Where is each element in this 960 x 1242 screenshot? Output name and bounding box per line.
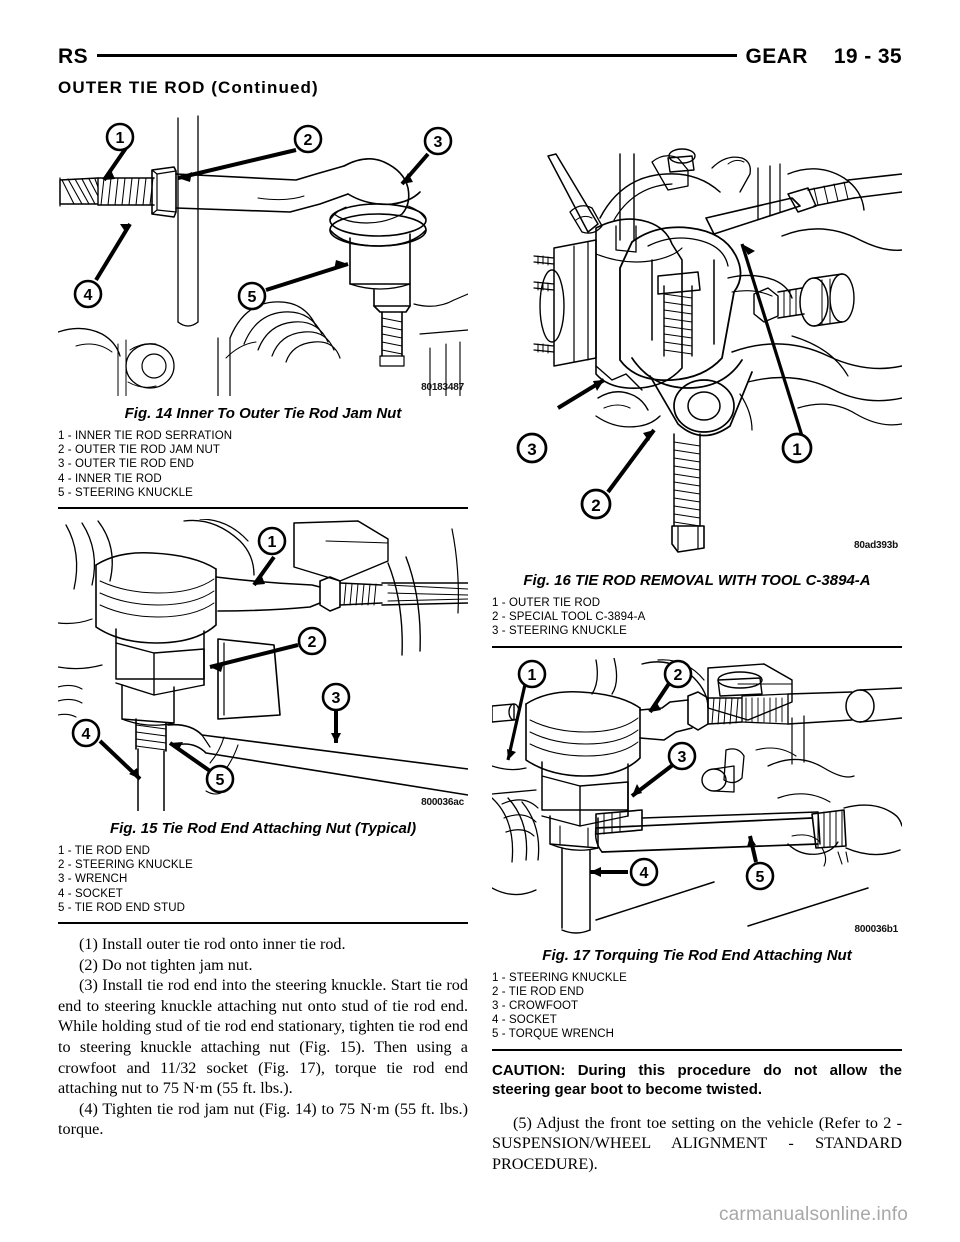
legend-item: 1 - OUTER TIE ROD — [492, 597, 601, 609]
svg-text:4: 4 — [82, 726, 91, 743]
header-page-number: 19 - 35 — [833, 45, 902, 68]
svg-text:3: 3 — [678, 749, 687, 766]
legend-item: 5 - TORQUE WRENCH — [492, 1028, 615, 1041]
figure-14: 1 2 3 4 5 80183487 Fig. 14 Inner To Oute… — [58, 108, 468, 510]
step-3: (3) Install tie rod end into the steerin… — [58, 976, 468, 1098]
figure-15: 1 2 3 4 5 800036ac Fig. 15 Tie Rod End A… — [58, 519, 468, 925]
header-rule — [96, 54, 737, 57]
figure-14-image-id: 80183487 — [421, 382, 464, 393]
legend-item: 1 - INNER TIE ROD SERRATION — [58, 430, 233, 442]
figure-17-caption: Fig. 17 Torquing Tie Rod End Attaching N… — [542, 946, 852, 964]
figure-16-legend: 1 - OUTER TIE ROD 2 - SPECIAL TOOL C-389… — [492, 596, 902, 639]
figure-17-illustration: 1 2 3 4 5 800036b1 — [492, 657, 902, 938]
figure-16-caption: Fig. 16 TIE ROD REMOVAL WITH TOOL C-3894… — [523, 572, 871, 589]
legend-item: 1 - STEERING KNUCKLE — [492, 971, 627, 984]
svg-text:3: 3 — [434, 134, 443, 151]
legend-item: 3 - OUTER TIE ROD END — [58, 458, 195, 471]
figure-17: 1 2 3 4 5 800036b1 Fig. 17 Torquing Tie … — [492, 657, 902, 1051]
svg-text:2: 2 — [304, 132, 313, 149]
legend-item: 3 - WRENCH — [58, 873, 128, 886]
legend-item: 4 - SOCKET — [492, 1014, 557, 1027]
legend-item: 5 - STEERING KNUCKLE — [58, 486, 193, 499]
site-watermark: carmanualsonline.info — [718, 1204, 908, 1225]
figure-17-image-id: 800036b1 — [854, 923, 899, 935]
svg-text:3: 3 — [527, 440, 536, 459]
step-5-block: (5) Adjust the front toe setting on the … — [492, 1113, 902, 1175]
legend-item: 5 - TIE ROD END STUD — [58, 901, 186, 914]
svg-text:1: 1 — [268, 534, 277, 551]
figure-14-legend: 1 - INNER TIE ROD SERRATION 2 - OUTER TI… — [58, 429, 468, 500]
svg-text:4: 4 — [640, 865, 649, 882]
page-title: OUTER TIE ROD (Continued) — [58, 78, 319, 97]
step-1: (1) Install outer tie rod onto inner tie… — [79, 935, 346, 954]
svg-text:5: 5 — [756, 869, 765, 886]
step-4: (4) Tighten tie rod jam nut (Fig. 14) to… — [58, 1099, 468, 1139]
figure-16-divider — [492, 645, 902, 648]
svg-text:5: 5 — [248, 289, 257, 306]
figure-16: 1 2 3 80ad393b Fig. 16 TIE ROD REMOVAL W… — [492, 108, 902, 648]
left-body-text: (1) Install outer tie rod onto inner tie… — [58, 934, 468, 1140]
figure-15-caption: Fig. 15 Tie Rod End Attaching Nut (Typic… — [109, 820, 417, 838]
figure-15-image-id: 800036ac — [421, 797, 464, 809]
svg-text:1: 1 — [528, 667, 537, 684]
legend-item: 2 - TIE ROD END — [492, 985, 585, 998]
figure-17-legend: 1 - STEERING KNUCKLE 2 - TIE ROD END 3 -… — [492, 971, 902, 1042]
legend-item: 2 - STEERING KNUCKLE — [58, 859, 193, 872]
figure-15-divider — [58, 922, 468, 925]
right-body-text: CAUTION: During this procedure do not al… — [492, 1061, 902, 1175]
svg-text:2: 2 — [674, 667, 683, 684]
page-header: RS GEAR 19 - 35 — [58, 42, 902, 72]
step-2: (2) Do not tighten jam nut. — [79, 955, 253, 974]
legend-item: 2 - OUTER TIE ROD JAM NUT — [58, 444, 221, 457]
figure-14-illustration: 1 2 3 4 5 80183487 — [58, 108, 468, 396]
legend-item: 3 - CROWFOOT — [492, 1000, 579, 1013]
svg-text:1: 1 — [116, 130, 125, 147]
step-5: (5) Adjust the front toe setting on the … — [492, 1113, 902, 1173]
legend-item: 4 - INNER TIE ROD — [58, 472, 162, 485]
figure-15-legend: 1 - TIE ROD END 2 - STEERING KNUCKLE 3 -… — [58, 844, 468, 915]
legend-item: 2 - SPECIAL TOOL C-3894-A — [492, 611, 646, 624]
left-column: 1 2 3 4 5 80183487 Fig. 14 Inner To Oute… — [58, 108, 468, 1140]
caution-note: CAUTION: During this procedure do not al… — [492, 1061, 902, 1098]
figure-14-caption: Fig. 14 Inner To Outer Tie Rod Jam Nut — [124, 405, 402, 422]
legend-item: 4 - SOCKET — [58, 887, 123, 900]
header-book-name: GEAR — [745, 45, 808, 68]
svg-text:2: 2 — [308, 634, 317, 651]
legend-item: 1 - TIE ROD END — [58, 845, 151, 858]
svg-text:5: 5 — [216, 772, 225, 789]
svg-text:3: 3 — [332, 690, 341, 707]
figure-16-illustration: 1 2 3 80ad393b — [492, 108, 902, 563]
svg-text:1: 1 — [792, 440, 801, 459]
figure-14-divider — [58, 507, 468, 510]
legend-item: 3 - STEERING KNUCKLE — [492, 625, 627, 638]
figure-15-illustration: 1 2 3 4 5 800036ac — [58, 519, 468, 812]
right-column: 1 2 3 80ad393b Fig. 16 TIE ROD REMOVAL W… — [492, 108, 902, 1174]
figure-16-image-id: 80ad393b — [854, 540, 898, 551]
svg-text:2: 2 — [591, 496, 600, 515]
figure-17-divider — [492, 1048, 902, 1051]
svg-text:4: 4 — [84, 287, 93, 304]
header-manual-code: RS — [58, 45, 88, 68]
